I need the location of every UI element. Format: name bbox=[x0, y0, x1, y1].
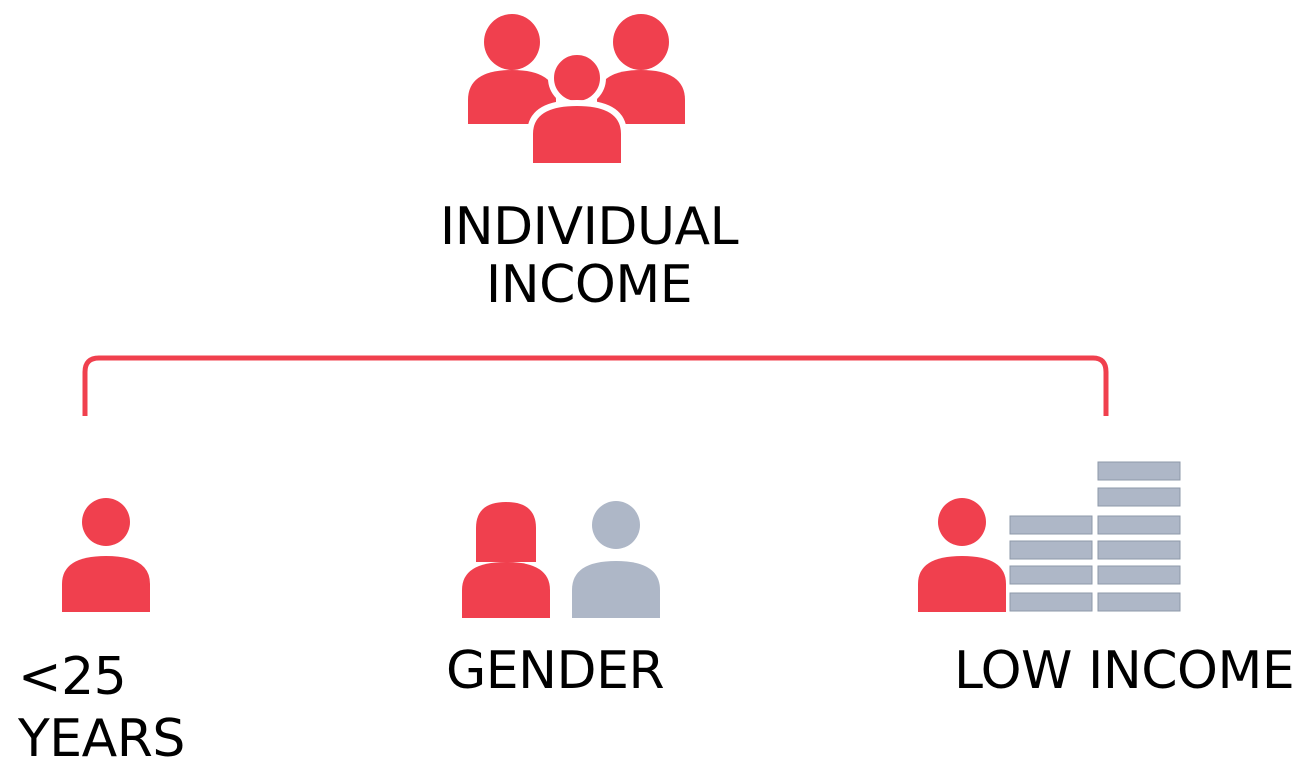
diagram-title: INDIVIDUAL INCOME bbox=[0, 198, 1178, 314]
age-line-2: YEARS bbox=[18, 709, 185, 769]
branch-label-low-income: LOW INCOME bbox=[954, 641, 1295, 701]
title-line-1: INDIVIDUAL bbox=[439, 197, 739, 257]
man-icon bbox=[572, 501, 660, 618]
branch-label-gender: GENDER bbox=[446, 641, 665, 701]
woman-icon bbox=[462, 502, 550, 618]
age-line-1: <25 bbox=[18, 647, 127, 707]
title-line-2: INCOME bbox=[485, 255, 693, 315]
branch-label-age: <25 YEARS bbox=[18, 646, 185, 770]
